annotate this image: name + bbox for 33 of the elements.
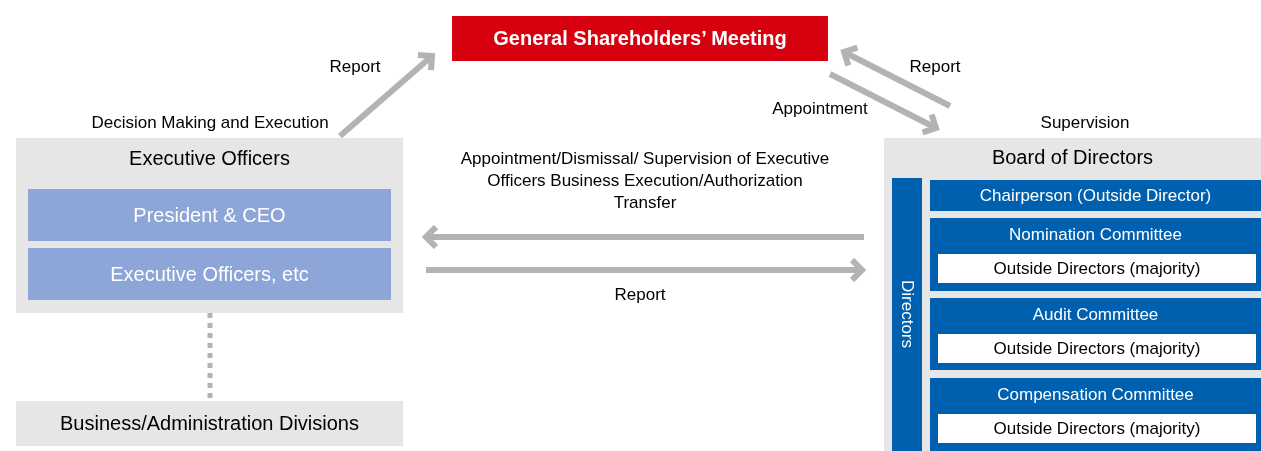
meeting-box: General Shareholders’ Meeting bbox=[452, 16, 828, 61]
arrow bbox=[841, 44, 952, 109]
node-title: Audit Committee bbox=[1032, 304, 1159, 326]
edge-label: Appointment bbox=[771, 98, 869, 120]
node-title: Nomination Committee bbox=[1009, 224, 1182, 246]
officer-box: Executive Officers, etc bbox=[28, 248, 391, 300]
node-title: Executive Officers bbox=[129, 146, 290, 171]
edge-label: Report bbox=[613, 284, 667, 306]
dotted-connector bbox=[207, 313, 213, 401]
arrow bbox=[338, 52, 435, 139]
member-box: Outside Directors (majority) bbox=[938, 414, 1256, 443]
committee-box bbox=[930, 378, 1261, 451]
group-panel bbox=[16, 138, 403, 313]
arrow bbox=[423, 224, 864, 250]
arrow bbox=[828, 71, 939, 136]
member-box: Outside Directors (majority) bbox=[938, 254, 1256, 283]
node-caption: Decision Making and Execution bbox=[90, 112, 330, 134]
chair-box: Chairperson (Outside Director) bbox=[930, 180, 1261, 211]
board-panel bbox=[884, 138, 1261, 451]
node-title: Board of Directors bbox=[991, 145, 1154, 170]
officer-box: President & CEO bbox=[28, 189, 391, 241]
arrow bbox=[426, 257, 865, 283]
edge-label: Report bbox=[908, 56, 962, 78]
edge-label: Appointment/Dismissal/ Supervision of Executive Officers Business Execution/Authorization Transfer bbox=[459, 148, 831, 214]
node-caption: Supervision bbox=[1039, 112, 1131, 134]
division-box: Business/Administration Divisions bbox=[16, 401, 403, 446]
member-box: Outside Directors (majority) bbox=[938, 334, 1256, 363]
node-title: Directors bbox=[898, 280, 916, 349]
committee-box bbox=[930, 218, 1261, 291]
edge-label: Report bbox=[328, 56, 382, 78]
committee-box bbox=[930, 298, 1261, 370]
node-title: Compensation Committee bbox=[997, 384, 1194, 406]
directors-bar bbox=[892, 178, 922, 451]
